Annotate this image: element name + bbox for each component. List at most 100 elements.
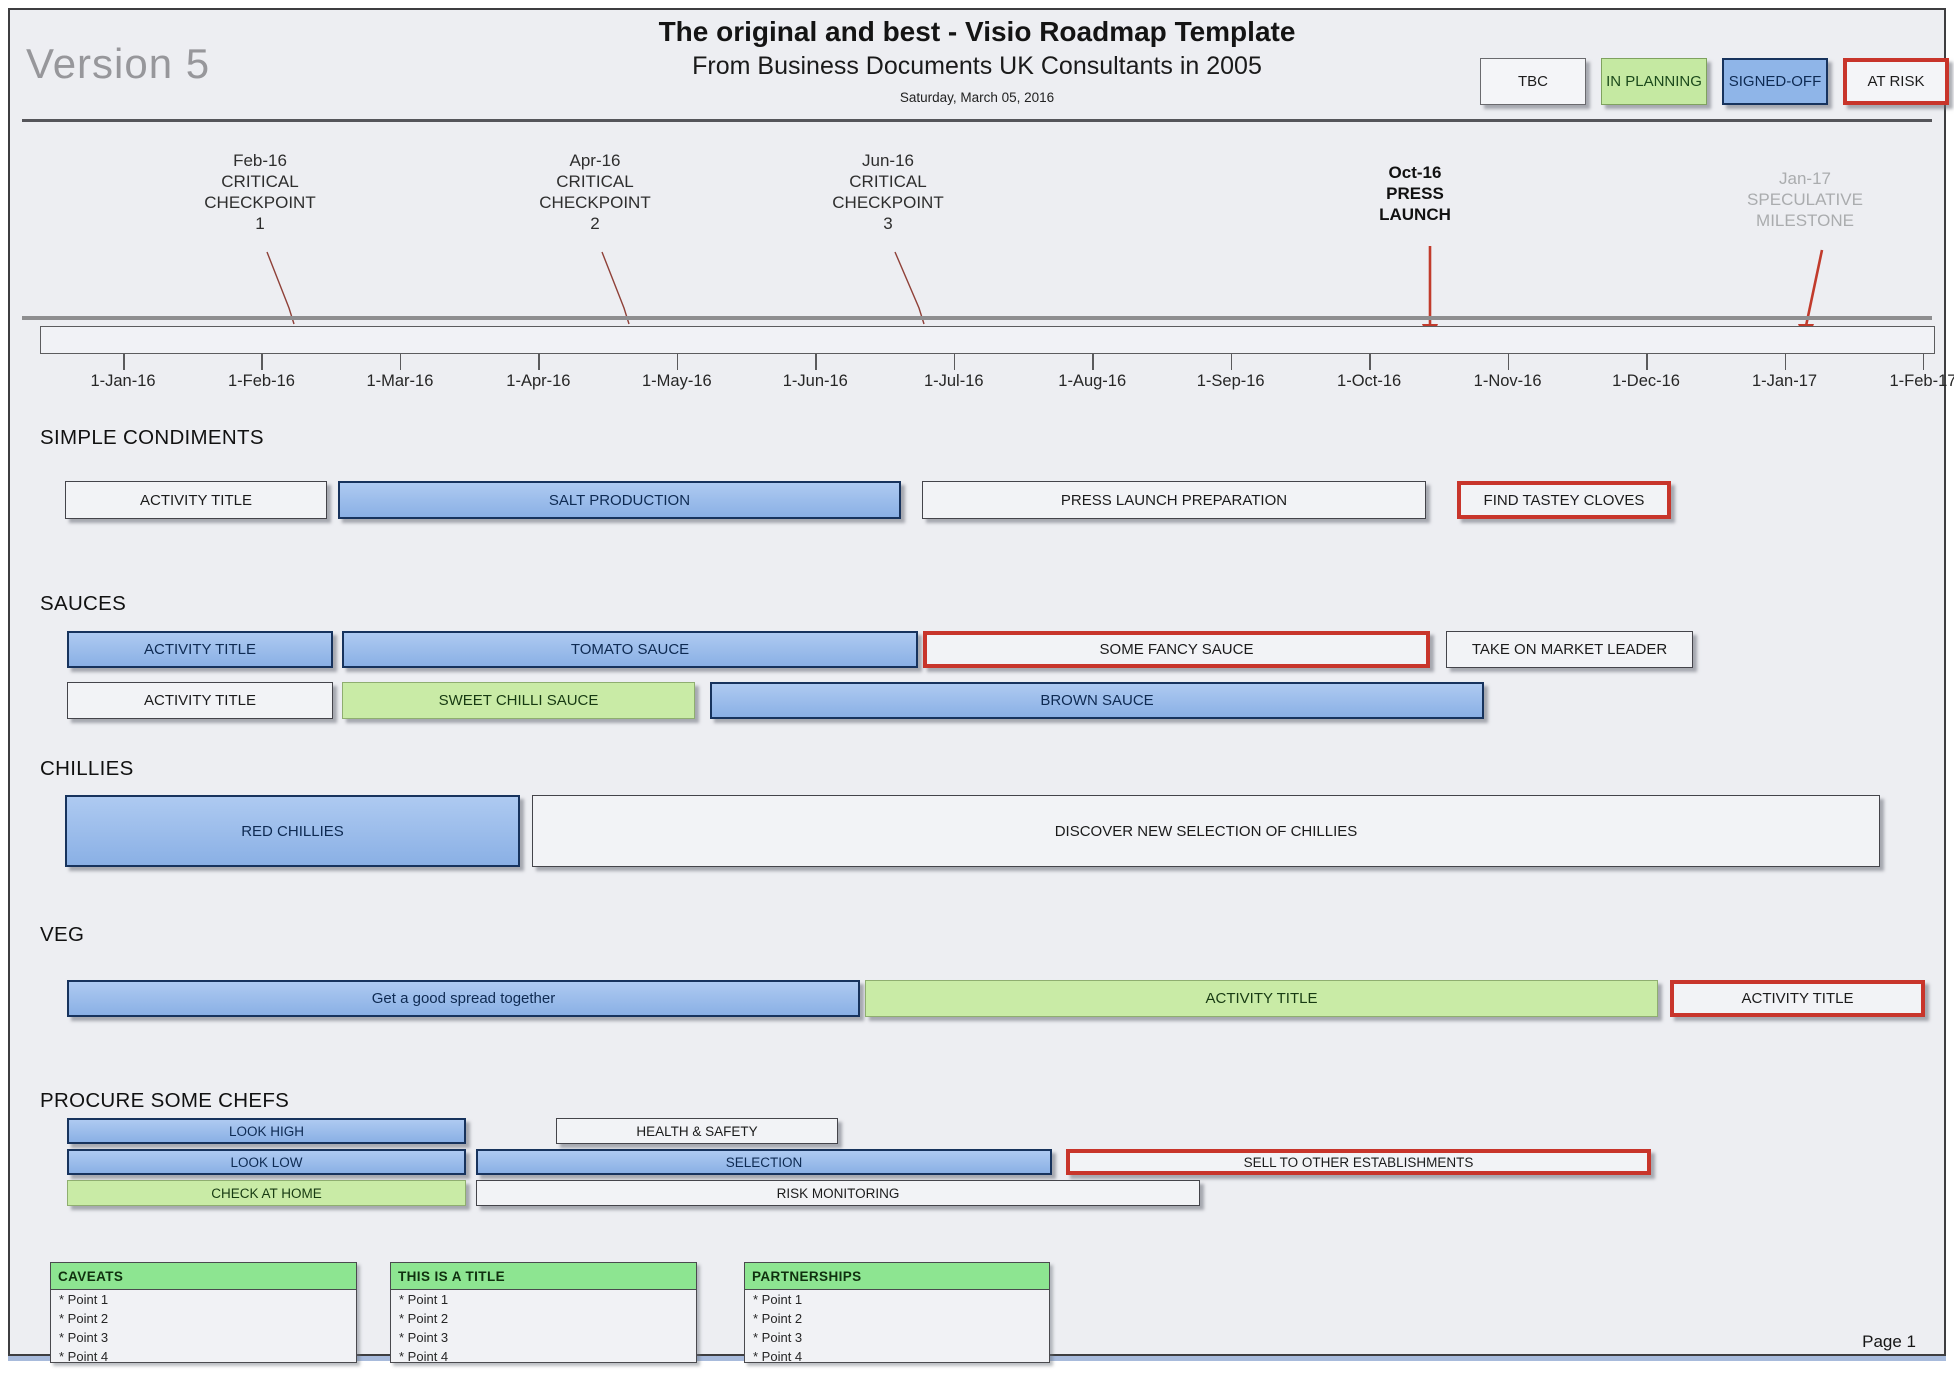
timeline-tick	[261, 354, 263, 370]
milestone-leader-line	[266, 251, 295, 325]
activity-bar[interactable]: SALT PRODUCTION	[338, 481, 901, 519]
activity-bar[interactable]: RISK MONITORING	[476, 1180, 1200, 1206]
timeline-tick	[1922, 354, 1925, 370]
timeline-tick	[1507, 354, 1510, 370]
section-title: CHILLIES	[40, 757, 134, 780]
timeline-bar[interactable]	[40, 326, 1935, 354]
timeline-tick	[1369, 354, 1371, 370]
activity-bar[interactable]: TOMATO SAUCE	[342, 631, 918, 668]
milestone-label-line: CHECKPOINT	[204, 193, 316, 212]
document-date: Saturday, March 05, 2016	[899, 90, 1055, 105]
activity-bar[interactable]: ACTIVITY TITLE	[65, 481, 327, 519]
milestone-label-line: PRESS	[1386, 184, 1444, 203]
activity-bar[interactable]: HEALTH & SAFETY	[556, 1118, 838, 1144]
timeline-tick	[953, 354, 956, 370]
activity-bar[interactable]: LOOK LOW	[67, 1149, 466, 1175]
milestone-label-line: Jun-16	[862, 151, 914, 170]
activity-bar[interactable]: SWEET CHILLI SAUCE	[342, 682, 695, 719]
info-table-header: THIS IS A TITLE	[391, 1263, 696, 1290]
timeline-tick-label: 1-Sep-16	[1196, 372, 1265, 390]
milestone-label-line: MILESTONE	[1756, 211, 1854, 230]
legend-item-at-risk[interactable]: AT RISK	[1843, 58, 1949, 105]
milestone-label-line: LAUNCH	[1379, 205, 1451, 224]
legend-item-signed-off[interactable]: SIGNED-OFF	[1722, 58, 1828, 105]
info-table-header: PARTNERSHIPS	[745, 1263, 1049, 1290]
info-table-point: * Point 4	[399, 1349, 449, 1364]
section-title: SIMPLE CONDIMENTS	[40, 426, 264, 449]
timeline-tick-label: 1-Feb-17	[1889, 372, 1954, 390]
timeline-tick	[1646, 354, 1648, 370]
timeline-tick	[1092, 354, 1094, 370]
timeline-tick-label: 1-Nov-16	[1473, 372, 1542, 390]
activity-bar[interactable]: PRESS LAUNCH PREPARATION	[922, 481, 1426, 519]
activity-bar[interactable]: ACTIVITY TITLE	[67, 631, 333, 668]
milestone-label-line: Feb-16	[233, 151, 287, 170]
activity-bar[interactable]: BROWN SAUCE	[710, 682, 1484, 719]
timeline-tick-label: 1-Apr-16	[506, 372, 571, 390]
activity-bar[interactable]: ACTIVITY TITLE	[1670, 980, 1925, 1017]
section-title: VEG	[40, 923, 85, 946]
activity-bar[interactable]: LOOK HIGH	[67, 1118, 466, 1144]
timeline-tick-label: 1-Mar-16	[366, 372, 434, 390]
info-table-point: * Point 3	[59, 1330, 109, 1345]
timeline-tick	[123, 354, 125, 370]
timeline-tick-label: 1-Feb-16	[227, 372, 295, 390]
activity-bar[interactable]: ACTIVITY TITLE	[67, 682, 333, 719]
activity-bar[interactable]: Get a good spread together	[67, 980, 860, 1017]
info-table-point: * Point 4	[753, 1349, 803, 1364]
header-divider	[22, 119, 1932, 122]
milestone-label-line: CRITICAL	[221, 172, 299, 191]
activity-bar[interactable]: SOME FANCY SAUCE	[923, 631, 1430, 668]
page-title: The original and best - Visio Roadmap Te…	[658, 16, 1296, 47]
info-table-point: * Point 4	[59, 1349, 109, 1364]
timeline-tick	[1784, 354, 1787, 370]
info-table-point: * Point 1	[59, 1292, 109, 1307]
activity-bar[interactable]: FIND TASTEY CLOVES	[1457, 481, 1671, 519]
timeline-tick-label: 1-Dec-16	[1612, 372, 1680, 390]
info-table-point: * Point 2	[399, 1311, 449, 1326]
milestone-arrow-line	[1804, 249, 1824, 327]
info-table: THIS IS A TITLE * Point 1 * Point 2 * Point…	[390, 1262, 697, 1364]
milestone-label-line: CHECKPOINT	[539, 193, 651, 212]
section-title: PROCURE SOME CHEFS	[40, 1089, 290, 1112]
info-table-point: * Point 1	[399, 1292, 449, 1307]
milestone-leader-line	[894, 251, 925, 325]
timeline-tick	[676, 354, 679, 370]
page-subtitle: From Business Documents UK Consultants i…	[692, 52, 1262, 80]
activity-bar[interactable]: TAKE ON MARKET LEADER	[1446, 631, 1693, 668]
timeline-tick-label: 1-May-16	[641, 372, 712, 390]
page-number: Page 1	[1862, 1332, 1916, 1351]
timeline-tick	[538, 354, 540, 370]
info-table-point: * Point 3	[399, 1330, 449, 1345]
milestone-label-line: CRITICAL	[849, 172, 927, 191]
legend-item-tbc[interactable]: TBC	[1480, 58, 1586, 105]
activity-bar[interactable]: DISCOVER NEW SELECTION OF CHILLIES	[532, 795, 1880, 867]
activity-bar[interactable]: CHECK AT HOME	[67, 1180, 466, 1206]
milestone-label-line: Apr-16	[569, 151, 621, 170]
timeline-tick	[399, 354, 402, 370]
timeline-tick	[1230, 354, 1233, 370]
timeline-tick	[815, 354, 817, 370]
milestone-label-line: 1	[255, 214, 265, 233]
roadmap-page: Version 5 The original and best - Visio …	[8, 8, 1954, 1364]
info-table-header: CAVEATS	[51, 1263, 356, 1290]
milestone-label-line: 2	[590, 214, 600, 233]
activity-bar[interactable]: RED CHILLIES	[65, 795, 520, 867]
activity-bar[interactable]: ACTIVITY TITLE	[865, 980, 1658, 1017]
info-table-point: * Point 2	[753, 1311, 803, 1326]
info-table: PARTNERSHIPS* Point 1* Point 2* Point 3*…	[744, 1262, 1050, 1364]
activity-bar[interactable]: SELECTION	[476, 1149, 1052, 1175]
timeline-tick-label: 1-Oct-16	[1337, 372, 1402, 390]
info-table: CAVEATS* Point 1* Point 2* Point 3* Poin…	[50, 1262, 357, 1364]
milestone-label-line: CHECKPOINT	[832, 193, 944, 212]
activity-bar[interactable]: SELL TO OTHER ESTABLISHMENTS	[1066, 1149, 1651, 1175]
info-table-point: * Point 3	[753, 1330, 803, 1345]
milestone-label-line: SPECULATIVE	[1747, 190, 1863, 209]
legend-item-in-planning[interactable]: IN PLANNING	[1601, 58, 1707, 105]
timeline-tick-label: 1-Aug-16	[1058, 372, 1127, 390]
